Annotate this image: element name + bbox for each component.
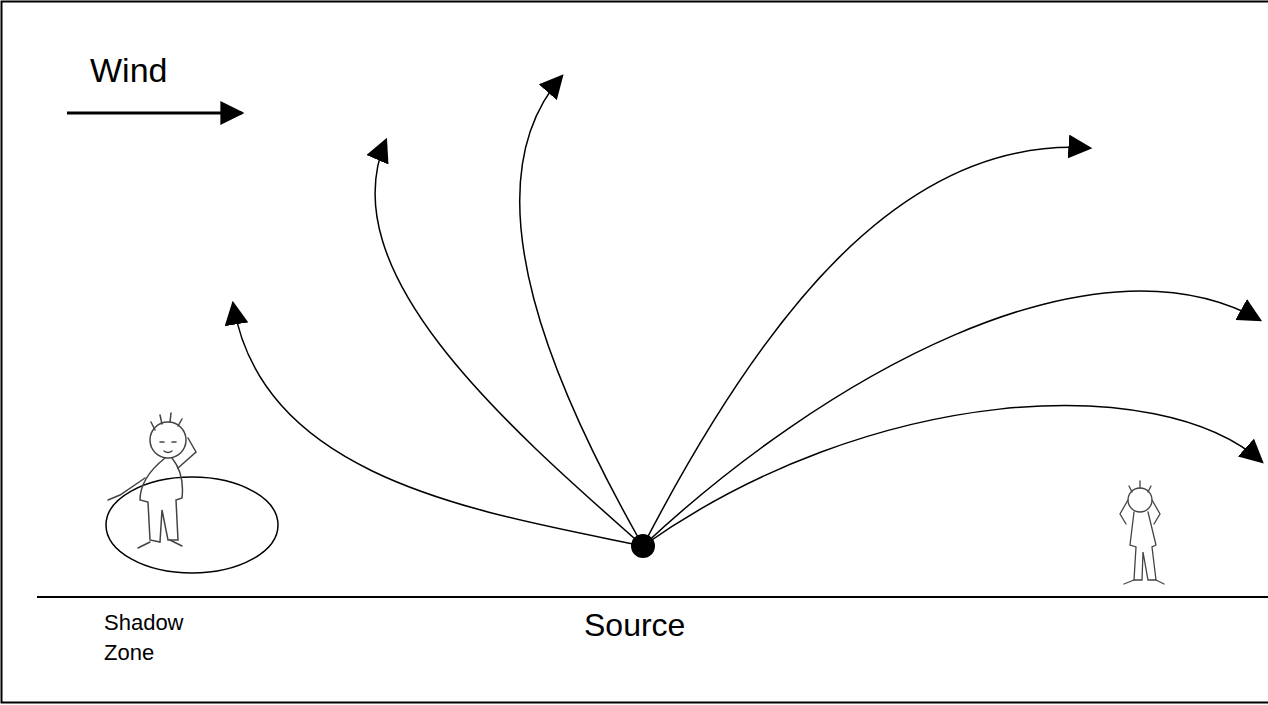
- sound-ray: [233, 303, 643, 546]
- listener-figure: [108, 413, 196, 548]
- shadow-zone-label: Shadow Zone: [104, 608, 204, 668]
- sound-ray: [643, 291, 1260, 546]
- listener-figure: [1120, 481, 1164, 584]
- shadow-zone-ellipse: [106, 477, 278, 573]
- sound-ray: [375, 140, 643, 546]
- ground-line: [37, 596, 1268, 598]
- sound-ray: [643, 147, 1090, 546]
- source-dot: [631, 534, 655, 558]
- source-label: Source: [584, 606, 724, 644]
- sound-rays: [233, 76, 1262, 546]
- wind-label: Wind: [90, 50, 250, 90]
- sound-ray: [520, 76, 643, 546]
- sound-ray: [643, 405, 1262, 546]
- wind-arrow: [67, 112, 242, 115]
